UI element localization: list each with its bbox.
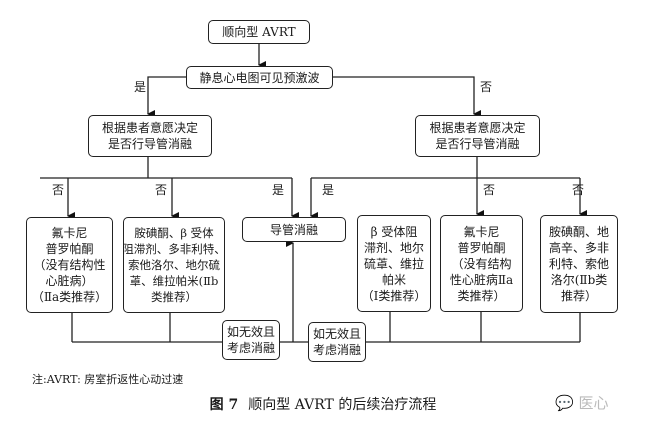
label-no-right-1: 否 bbox=[483, 183, 496, 197]
node-text: 索他洛尔、地尔硫 bbox=[128, 258, 220, 272]
node-start: 顺向型 AVRT bbox=[208, 20, 310, 44]
label-yes-right: 是 bbox=[322, 183, 335, 197]
label-no-right-2: 否 bbox=[572, 183, 585, 197]
label-yes-ecg: 是 bbox=[134, 80, 147, 94]
node-text: 如无效且 bbox=[226, 325, 275, 339]
node-text: 胺碘酮、地 bbox=[548, 225, 609, 239]
node-right-drug-3: 胺碘酮、地 高辛、多非 利特、索他 洛尔(Ⅱb类 推荐） bbox=[540, 215, 618, 313]
label-yes-left: 是 bbox=[272, 183, 285, 197]
node-ablation: 导管消融 bbox=[242, 217, 346, 242]
node-text: 类推荐） bbox=[457, 288, 506, 303]
node-text: 类推荐） bbox=[151, 290, 197, 304]
node-text: 心脏病） bbox=[45, 274, 94, 288]
node-text: 导管消融 bbox=[269, 222, 318, 237]
node-text: 静息心电图可见预激波 bbox=[199, 70, 320, 85]
node-right-drug-1: β 受体阻 滞剂、地尔 硫䓬、维拉 帕米 （Ⅰ类推荐） bbox=[357, 215, 431, 312]
node-text: 普罗帕酮 bbox=[457, 240, 506, 255]
node-text: 阻滞剂、多非利特、 bbox=[122, 242, 226, 256]
edge-ecg-yes bbox=[147, 76, 186, 118]
node-text: 推荐） bbox=[560, 289, 597, 303]
watermark: 💬 医心 bbox=[555, 392, 608, 413]
node-text: 考虑消融 bbox=[312, 343, 361, 357]
wechat-icon: 💬 bbox=[555, 394, 574, 412]
node-decide-left: 根据患者意愿决定 是否行导管消融 bbox=[88, 115, 212, 157]
node-text: 根据患者意愿决定 bbox=[429, 121, 526, 135]
figure-title: 顺向型 AVRT 的后续治疗流程 bbox=[248, 397, 437, 413]
node-text: 滞剂、地尔 bbox=[363, 240, 424, 255]
node-text: 胺碘酮、β 受体 bbox=[134, 226, 214, 240]
node-text: 利特、索他 bbox=[548, 257, 609, 271]
node-text: 帕米 bbox=[381, 272, 406, 287]
node-left-drug-2: 胺碘酮、β 受体 阻滞剂、多非利特、 索他洛尔、地尔硫 䓬、维拉帕米(Ⅱb 类推… bbox=[122, 217, 226, 313]
label-no-ecg: 否 bbox=[480, 80, 493, 94]
node-fail-left: 如无效且 考虑消融 bbox=[222, 320, 280, 360]
edge-ecg-no bbox=[333, 76, 481, 118]
node-text: 根据患者意愿决定 bbox=[101, 121, 198, 135]
node-text: （没有结构性 bbox=[33, 258, 106, 272]
label-no-left-1: 否 bbox=[52, 183, 65, 197]
node-text: 氟卡尼 bbox=[51, 226, 88, 240]
node-text: β 受体阻 bbox=[370, 224, 418, 239]
node-text: 顺向型 AVRT bbox=[222, 25, 296, 39]
footnote: 注:AVRT: 房室折返性心动过速 bbox=[32, 373, 184, 386]
node-left-drug-1: 氟卡尼 普罗帕酮 （没有结构性 心脏病） （Ⅱa类推荐） bbox=[26, 217, 113, 313]
node-right-drug-2: 氟卡尼 普罗帕酮 （没有结构 性心脏病Ⅱa 类推荐） bbox=[440, 215, 523, 312]
node-text: 高辛、多非 bbox=[548, 241, 609, 255]
node-text: 性心脏病Ⅱa bbox=[449, 272, 514, 287]
label-no-left-2: 否 bbox=[155, 183, 168, 197]
node-text: 是否行导管消融 bbox=[107, 137, 192, 151]
node-text: （Ⅱa类推荐） bbox=[31, 290, 108, 304]
node-text: 硫䓬、维拉 bbox=[363, 256, 424, 271]
node-text: 如无效且 bbox=[312, 327, 361, 341]
node-text: 氟卡尼 bbox=[463, 224, 500, 239]
node-text: （没有结构 bbox=[451, 256, 512, 271]
node-text: 是否行导管消融 bbox=[435, 137, 520, 151]
node-fail-right: 如无效且 考虑消融 bbox=[308, 322, 366, 362]
figure-caption: 图 7 顺向型 AVRT 的后续治疗流程 bbox=[0, 394, 646, 414]
node-text: 考虑消融 bbox=[226, 341, 275, 355]
node-text: 洛尔(Ⅱb类 bbox=[550, 273, 608, 287]
watermark-text: 医心 bbox=[578, 394, 609, 412]
node-text: 普罗帕酮 bbox=[45, 242, 94, 256]
node-ecg-preexcitation: 静息心电图可见预激波 bbox=[186, 66, 333, 89]
figure-number: 图 7 bbox=[209, 397, 239, 413]
node-text: （Ⅰ类推荐） bbox=[361, 288, 427, 303]
node-decide-right: 根据患者意愿决定 是否行导管消融 bbox=[415, 115, 540, 157]
node-text: 䓬、维拉帕米(Ⅱb bbox=[129, 274, 219, 288]
